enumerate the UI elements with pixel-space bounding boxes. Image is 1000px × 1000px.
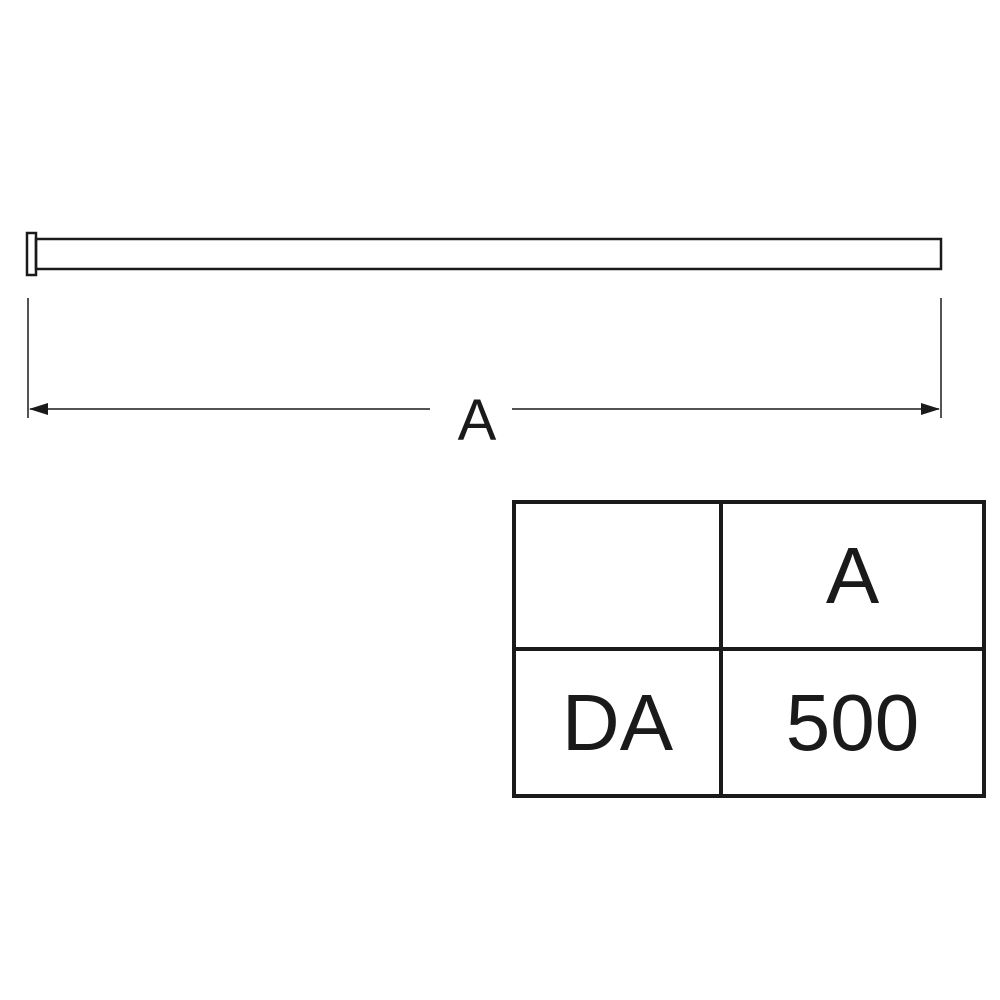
dimension-label: A — [458, 388, 497, 453]
arrowhead-right — [921, 403, 940, 415]
spec-table-row: DA 500 — [512, 647, 986, 798]
spec-table-cell-model: DA — [512, 647, 723, 798]
spec-table-cell-length: 500 — [719, 647, 986, 798]
spec-table-header-cell-empty — [512, 500, 723, 651]
spec-table: A DA 500 — [512, 500, 986, 798]
spec-table-header: A — [512, 500, 986, 651]
pipe-body — [34, 237, 943, 271]
spec-table-header-cell-a: A — [719, 500, 986, 651]
arrowhead-left — [29, 403, 48, 415]
pipe-flange — [25, 231, 38, 277]
